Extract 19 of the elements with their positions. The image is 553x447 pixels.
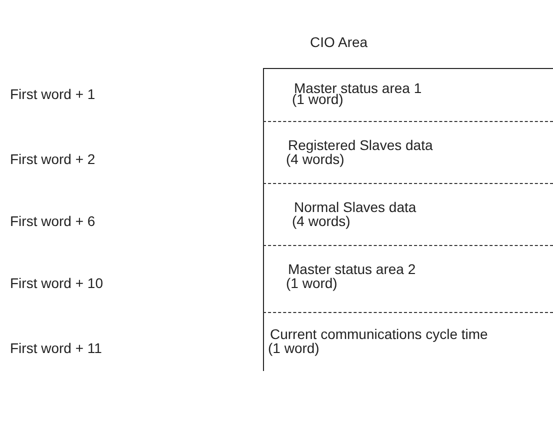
word-offset-label: First word + 6 [10,214,96,229]
area-heading: CIO Area [310,35,368,50]
word-count: (4 words) [292,214,350,229]
memory-row [263,122,553,184]
memory-row [263,246,553,313]
word-offset-label: First word + 1 [10,87,96,102]
row-title: Registered Slaves data [288,138,433,153]
row-title: Master status area 2 [288,262,416,277]
row-title: Normal Slaves data [294,200,416,215]
word-count: (1 word) [286,276,338,291]
word-count: (1 word) [268,341,320,356]
memory-row [263,68,553,122]
word-offset-label: First word + 2 [10,152,96,167]
memory-row [263,184,553,246]
row-title: Current communications cycle time [270,327,488,342]
word-offset-label: First word + 10 [10,276,103,291]
word-count: (4 words) [286,152,344,167]
word-offset-label: First word + 11 [10,341,102,356]
word-count: (1 word) [292,92,344,107]
